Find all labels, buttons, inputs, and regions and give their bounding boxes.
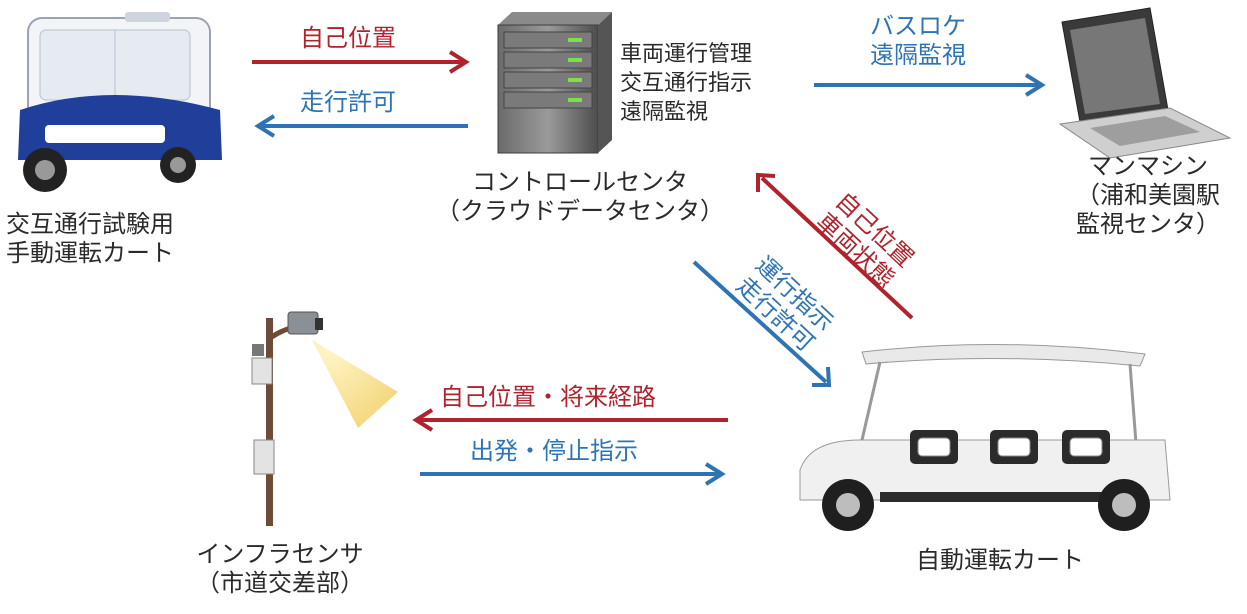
- arrow-center-to-monitor: [814, 73, 1046, 97]
- auto-cart-label: 自動運転カート: [916, 546, 1084, 574]
- manual-cart-image: [18, 12, 222, 192]
- control-center-label-line2: （クラウドデータセンタ）: [436, 197, 724, 225]
- link-label-center-to-cart: 走行許可: [300, 88, 396, 116]
- server-image: [497, 12, 612, 154]
- infra-sensor-image: [251, 311, 398, 526]
- monitor-label-line2: （浦和美園駅: [1076, 181, 1220, 209]
- manual-cart-label: 交互通行試験用 手動運転カート: [6, 210, 174, 268]
- control-center-duties: 車両運行管理 交互通行指示 遠隔監視: [620, 40, 752, 127]
- control-center-label-line1: コントロールセンタ: [472, 168, 688, 196]
- link-label-cart-to-center: 自己位置: [300, 24, 396, 52]
- manual-cart-label-line1: 交互通行試験用: [6, 210, 174, 238]
- duty-item: 遠隔監視: [620, 100, 709, 125]
- control-center-label: コントロールセンタ （クラウドデータセンタ）: [420, 168, 740, 226]
- link-label-center-to-monitor-line2: 遠隔監視: [870, 41, 966, 69]
- monitor-label: マンマシン （浦和美園駅 監視センタ）: [1050, 152, 1246, 239]
- infra-sensor-label-line2: （市道交差部）: [196, 569, 364, 597]
- infra-sensor-label: インフラセンサ （市道交差部）: [150, 540, 410, 598]
- arrow-sensor-to-auto: [420, 462, 726, 486]
- link-label-center-to-monitor: バスロケ 遠隔監視: [838, 12, 998, 70]
- duty-item: 交互通行指示: [620, 71, 753, 96]
- link-label-sensor-to-auto: 出発・停止指示: [470, 437, 638, 465]
- monitor-label-line3: 監視センタ）: [1076, 210, 1220, 238]
- manual-cart-label-line2: 手動運転カート: [6, 239, 174, 267]
- duty-item: 車両運行管理: [620, 42, 753, 67]
- arrow-auto-to-sensor: [412, 408, 728, 432]
- arrow-center-to-cart: [254, 114, 468, 138]
- auto-cart-image: [799, 343, 1171, 531]
- infra-sensor-label-line1: インフラセンサ: [196, 540, 364, 568]
- link-label-auto-to-sensor: 自己位置・将来経路: [440, 383, 656, 411]
- link-label-center-to-monitor-line1: バスロケ: [870, 12, 966, 40]
- laptop-image: [1058, 7, 1232, 159]
- arrow-center-to-auto: [692, 260, 832, 387]
- arrow-auto-to-center: [756, 172, 914, 320]
- arrow-cart-to-center: [252, 50, 470, 74]
- monitor-label-line1: マンマシン: [1088, 152, 1208, 180]
